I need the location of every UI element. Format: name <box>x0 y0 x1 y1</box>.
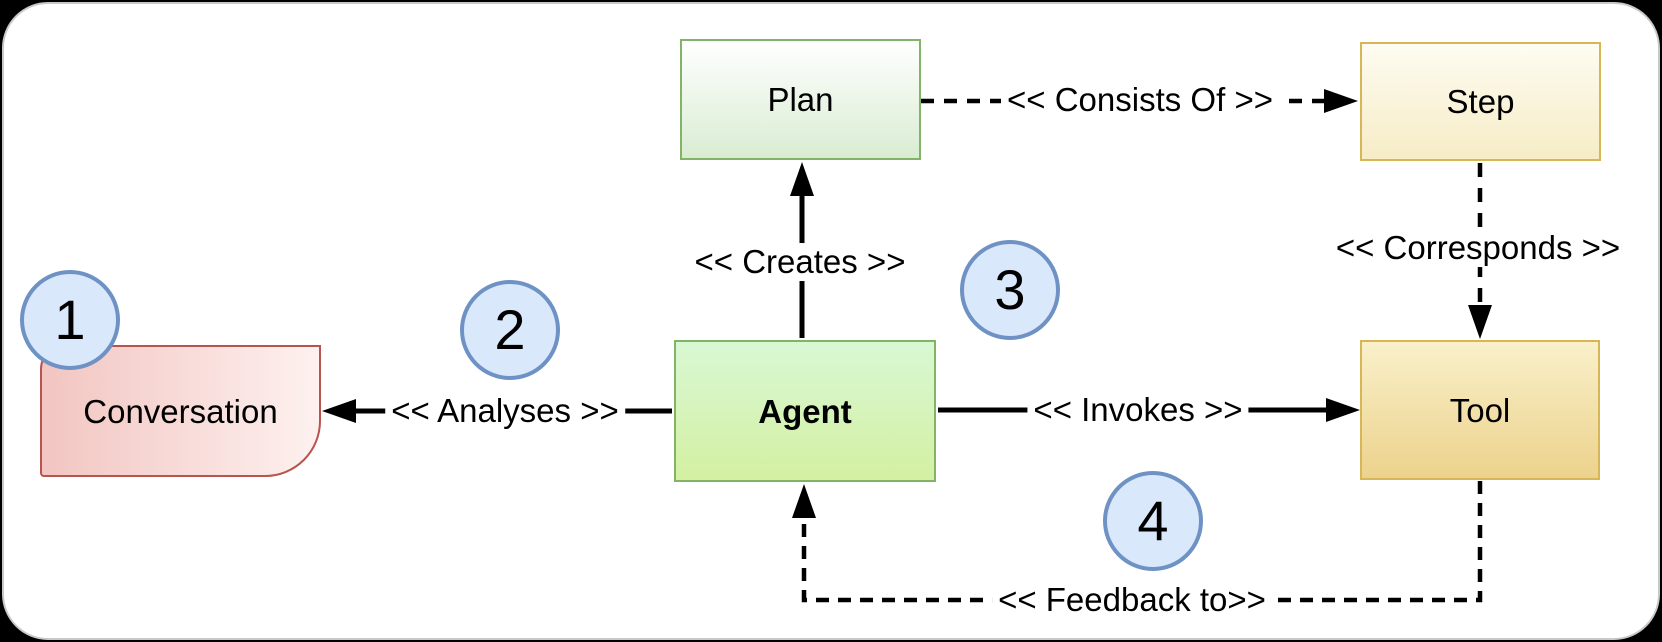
badge-2-label: 2 <box>494 298 526 361</box>
node-tool-label: Tool <box>1449 391 1511 429</box>
edge-feedback-line <box>801 481 1483 603</box>
edge-invokes-arrowhead <box>1326 398 1360 422</box>
badge-1-label: 1 <box>54 288 86 351</box>
edge-consists-of-arrowhead <box>1324 89 1358 113</box>
node-plan: Plan <box>680 39 921 160</box>
edge-label-corresponds: << Corresponds >> <box>1329 229 1627 267</box>
edge-label-creates: << Creates >> <box>688 243 912 281</box>
step-number-badge-1: 1 <box>20 270 120 370</box>
step-number-badge-3: 3 <box>960 240 1060 340</box>
node-tool: Tool <box>1360 340 1600 480</box>
node-agent-label: Agent <box>758 392 852 430</box>
step-number-badge-2: 2 <box>460 280 560 380</box>
edge-label-invokes: << Invokes >> <box>1027 391 1249 429</box>
edge-label-analyses: << Analyses >> <box>385 392 625 430</box>
edge-feedback-arrowhead <box>792 484 816 518</box>
node-conversation-label: Conversation <box>83 392 278 430</box>
node-agent: Agent <box>674 340 936 482</box>
node-plan-label: Plan <box>767 81 834 118</box>
step-number-badge-4: 4 <box>1103 471 1203 571</box>
badge-3-label: 3 <box>994 258 1026 321</box>
edge-label-feedback-to: << Feedback to>> <box>992 581 1272 619</box>
node-step: Step <box>1360 42 1601 161</box>
edge-corresponds-arrowhead <box>1468 305 1492 339</box>
node-step-label: Step <box>1446 83 1515 120</box>
edge-label-consists-of: << Consists Of >> <box>1001 81 1279 119</box>
edge-analyses-arrowhead <box>322 399 356 423</box>
badge-4-label: 4 <box>1137 489 1169 552</box>
edge-creates-arrowhead <box>790 162 814 196</box>
